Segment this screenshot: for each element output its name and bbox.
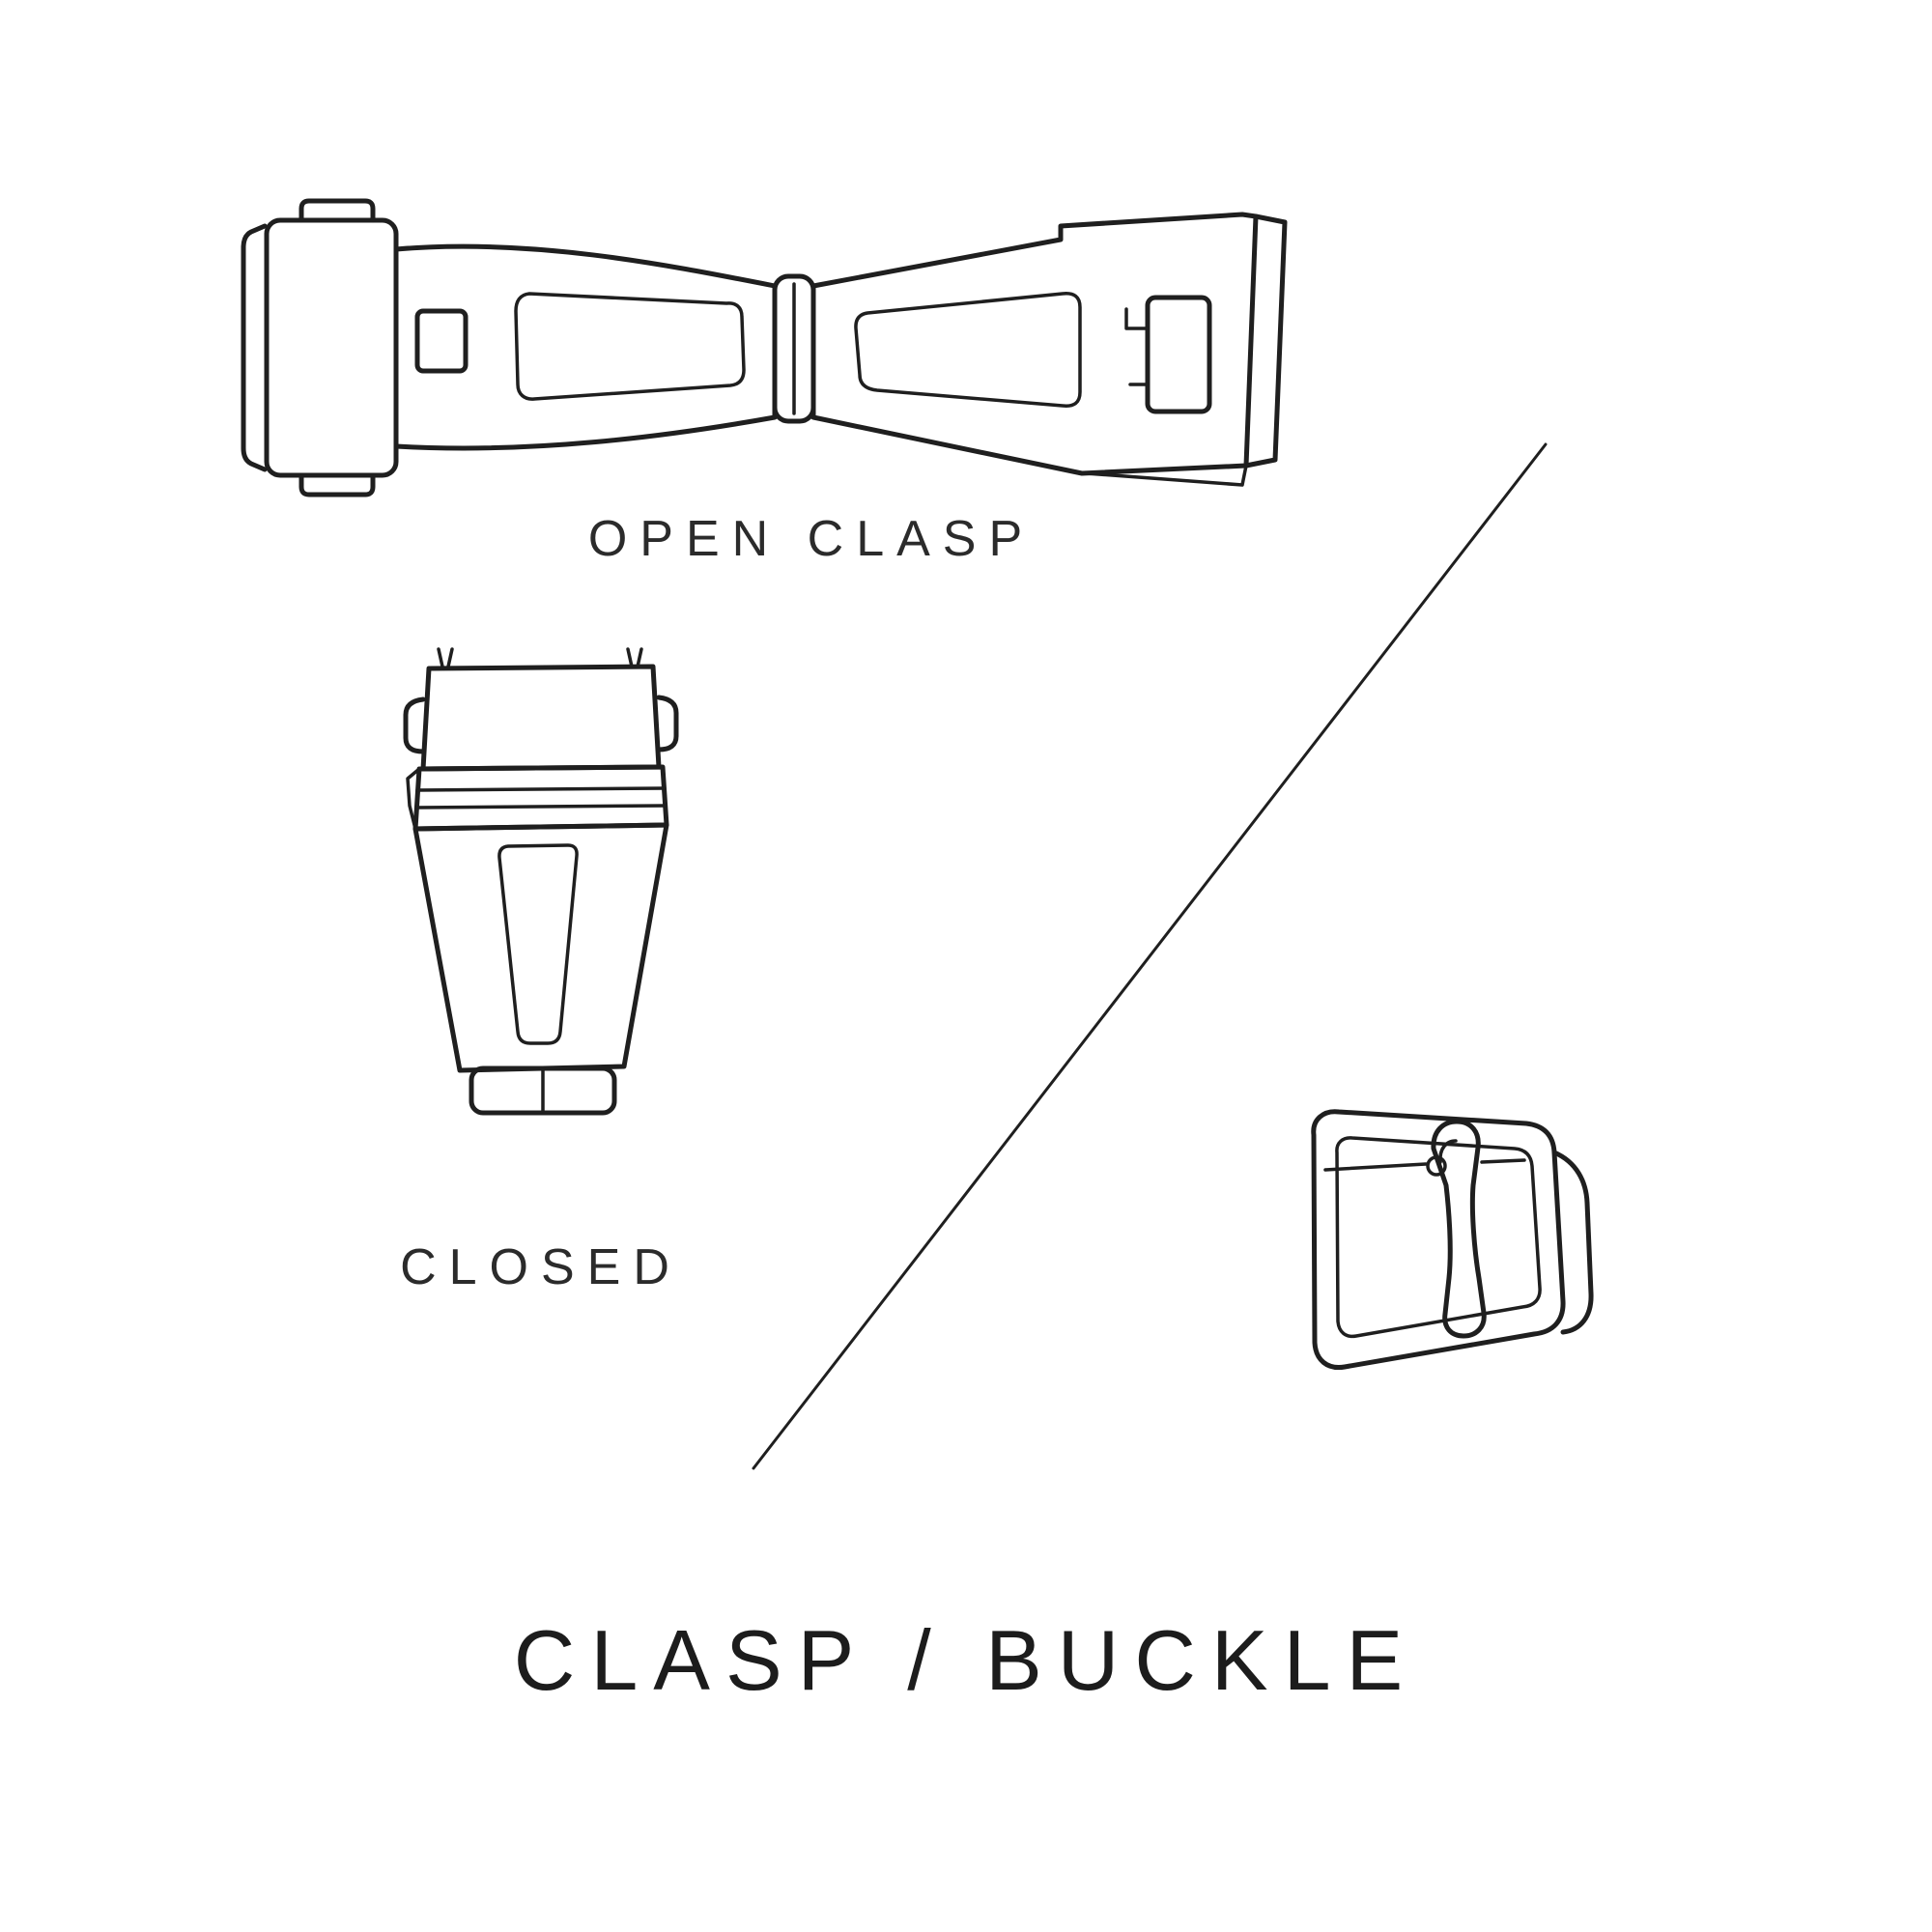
closed-clasp-label: CLOSED bbox=[400, 1239, 682, 1295]
open-clasp-catch-hook bbox=[1124, 307, 1150, 386]
open-clasp-top-bump bbox=[298, 198, 376, 223]
divider-line bbox=[752, 442, 1548, 1470]
open-clasp-catch bbox=[1145, 295, 1212, 414]
closed-clasp-right-ear bbox=[656, 695, 679, 753]
closed-clasp-foot bbox=[469, 1065, 617, 1116]
open-clasp-right-band-inner bbox=[854, 292, 1082, 408]
closed-clasp-mid-band bbox=[412, 764, 669, 832]
buckle-prong-wrap bbox=[1438, 1139, 1458, 1164]
open-clasp-left-band-inner bbox=[514, 292, 746, 401]
buckle-illustration bbox=[1311, 1109, 1594, 1371]
open-clasp-left-band bbox=[393, 243, 778, 451]
open-clasp-pusher bbox=[414, 308, 469, 374]
buckle-frame-outer bbox=[1311, 1109, 1566, 1371]
closed-clasp-top-block bbox=[420, 664, 662, 772]
page-title: CLASP / BUCKLE bbox=[513, 1612, 1419, 1708]
open-clasp-right-step bbox=[1084, 464, 1248, 487]
closed-clasp-illustration bbox=[403, 647, 679, 1116]
open-clasp-label: OPEN CLASP bbox=[587, 511, 1036, 567]
closed-clasp-mid-lines bbox=[414, 786, 668, 810]
open-clasp-bottom-bump bbox=[298, 472, 376, 497]
open-clasp-illustration bbox=[241, 198, 1288, 497]
open-clasp-left-block bbox=[264, 217, 399, 478]
buckle-prong bbox=[1431, 1119, 1487, 1339]
closed-clasp-left-bevel bbox=[406, 767, 421, 831]
closed-clasp-prongs bbox=[437, 647, 643, 668]
buckle-spring-bar bbox=[1323, 1158, 1526, 1172]
buckle-frame-inner bbox=[1335, 1136, 1542, 1339]
buckle-right-depth bbox=[1551, 1150, 1594, 1335]
closed-clasp-left-ear bbox=[403, 696, 426, 754]
open-clasp-right-cap bbox=[1243, 213, 1288, 469]
open-clasp-left-cap bbox=[241, 223, 268, 472]
closed-clasp-body-inner bbox=[497, 843, 579, 1045]
divider bbox=[752, 442, 1548, 1470]
closed-clasp-body bbox=[412, 822, 669, 1073]
